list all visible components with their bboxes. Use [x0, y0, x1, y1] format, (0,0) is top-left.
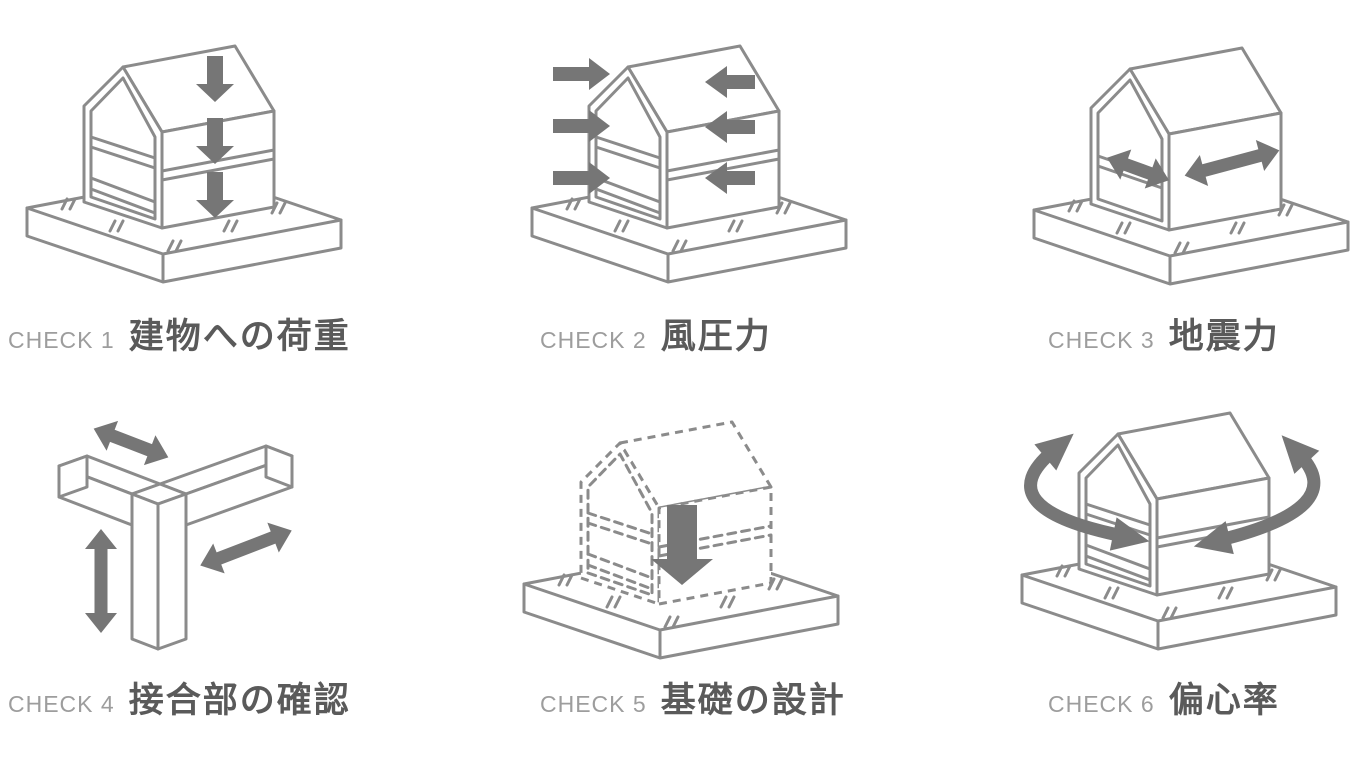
- check-3-label: CHECK 3 地震力: [1048, 308, 1280, 359]
- check-6-label: CHECK 6 偏心率: [1048, 672, 1280, 723]
- check-5-label: CHECK 5 基礎の設計: [540, 672, 846, 723]
- check-1-badge: CHECK 1: [8, 327, 115, 353]
- wind-pressure-illustration: [530, 6, 848, 284]
- check-2-title: 風圧力: [660, 317, 772, 356]
- rotation-arrow-icons: [1024, 420, 1321, 564]
- check-5-title: 基礎の設計: [660, 681, 846, 720]
- check-4-title: 接合部の確認: [128, 681, 351, 720]
- check-3-title: 地震力: [1168, 317, 1280, 356]
- check-5-badge: CHECK 5: [540, 691, 647, 717]
- house-outline: [1089, 46, 1283, 232]
- vertical-load-illustration: [25, 6, 343, 284]
- check-2-badge: CHECK 2: [540, 327, 647, 353]
- foundation-design-illustration: [522, 382, 840, 660]
- wind-arrow-icons: [553, 58, 755, 194]
- check-2-label: CHECK 2 風圧力: [540, 308, 772, 359]
- house-outline: [1079, 413, 1269, 595]
- check-6-badge: CHECK 6: [1048, 691, 1155, 717]
- down-arrow-icons: [196, 56, 234, 218]
- check-1-label: CHECK 1 建物への荷重: [8, 308, 351, 359]
- check-4-label: CHECK 4 接合部の確認: [8, 672, 351, 723]
- seismic-force-illustration: [1032, 46, 1350, 286]
- post: [130, 482, 188, 651]
- down-arrow-icon: [651, 505, 713, 585]
- check-1-title: 建物への荷重: [128, 317, 351, 356]
- check-3-badge: CHECK 3: [1048, 327, 1155, 353]
- check-4-badge: CHECK 4: [8, 691, 115, 717]
- eccentricity-illustration: [1020, 373, 1338, 651]
- joint-check-illustration: [57, 413, 298, 651]
- house-outline: [589, 46, 779, 228]
- check-6-title: 偏心率: [1168, 681, 1280, 720]
- house-outline: [84, 46, 274, 228]
